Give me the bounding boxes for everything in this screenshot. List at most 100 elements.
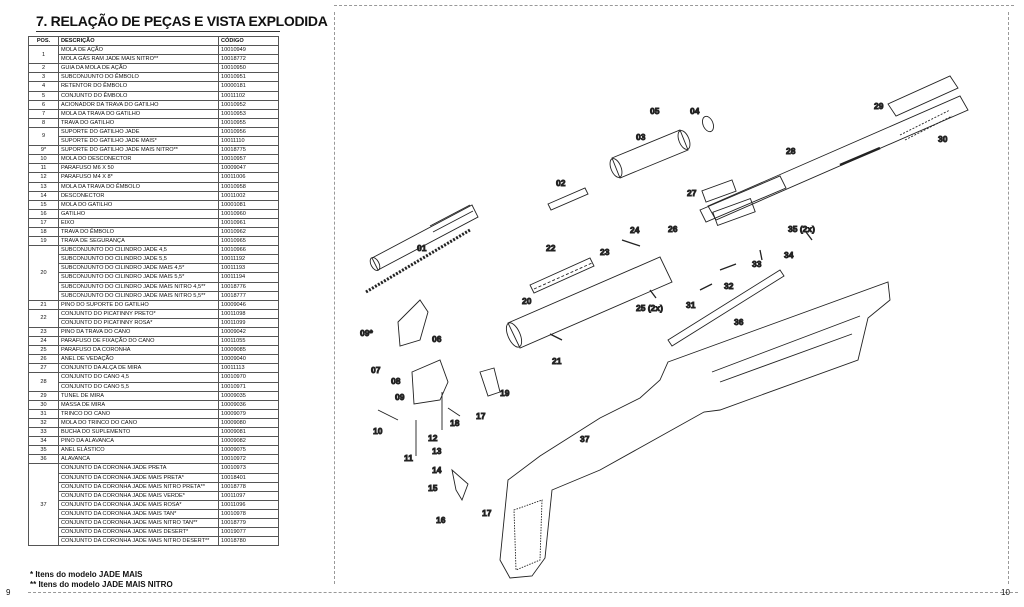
callout-30: 30 (938, 134, 948, 144)
part-pos: 7 (28, 108, 59, 119)
table-row: SUBCONJUNTO DO CILINDRO JADE MAIS 4,5*10… (29, 263, 279, 274)
part-description: MASSA DE MIRA (58, 399, 219, 410)
stock-drawing (499, 281, 891, 579)
part-pos: 3 (28, 72, 59, 83)
part-code: 10010978 (218, 508, 279, 519)
part-description: PARAFUSO M4 X 8* (58, 172, 219, 183)
part-code: 10010971 (218, 381, 279, 392)
part-description: SUPORTE DO GATILHO JADE MAIS* (58, 136, 219, 147)
callout-24: 24 (630, 225, 640, 235)
header-pos: POS. (28, 35, 59, 47)
callout-23: 23 (600, 247, 610, 257)
part-code: 10018780 (218, 536, 279, 547)
cylinder-drawing (505, 256, 673, 349)
part-code: 10010966 (218, 245, 279, 256)
part-pos: 5 (28, 90, 59, 101)
part-description: PINO DO SUPORTE DO GATILHO (58, 299, 219, 310)
part-code: 10010953 (218, 108, 279, 119)
part-pos: 16 (28, 208, 59, 219)
part-description: BUCHA DO SUPLEMENTO (58, 427, 219, 438)
part-code: 10010950 (218, 63, 279, 74)
part-description: GUIA DA MOLA DE AÇÃO (58, 63, 219, 74)
callout-31: 31 (686, 300, 696, 310)
part-pos: 12 (28, 172, 59, 183)
part-description: CONJUNTO DA CORONHA JADE MAIS ROSA* (58, 499, 219, 510)
part-description: CONJUNTO DA CORONHA JADE PRETA (58, 463, 219, 474)
parts-table-header: POS. DESCRIÇÃO CÓDIGO (28, 35, 279, 47)
table-row: CONJUNTO DA CORONHA JADE MAIS NITRO TAN*… (29, 517, 279, 529)
exploded-view-drawing: 01 02 03 04 05 06 07 08 09 09* 10 11 12 … (360, 75, 969, 579)
part-description: CONJUNTO DA ALÇA DE MIRA (58, 363, 219, 374)
part-code: 10009046 (218, 299, 279, 310)
part-pos: 22 (28, 308, 59, 329)
part-code: 10011096 (218, 499, 279, 510)
part-description: ALAVANCA (58, 454, 219, 465)
table-row: CONJUNTO DA CORONHA JADE MAIS DESERT*100… (29, 527, 279, 538)
part-pos: 19 (28, 236, 59, 247)
callout-09: 09 (395, 392, 405, 402)
part-description: SUBCONJUNTO DO ÊMBOLO (58, 72, 219, 83)
piston-drawing (609, 115, 714, 179)
right-dashed-guide (1008, 12, 1009, 584)
part-code: 10010949 (218, 45, 279, 56)
barrel-drawing (699, 95, 969, 223)
part-description: CONJUNTO DA CORONHA JADE MAIS VERDE* (58, 490, 219, 501)
part-pos: 27 (28, 363, 59, 374)
part-description: CONJUNTO DA CORONHA JADE MAIS NITRO TAN*… (58, 517, 219, 529)
top-dashed-guide (334, 5, 1014, 6)
callout-11: 11 (404, 453, 413, 463)
table-row: CONJUNTO DA CORONHA JADE MAIS TAN*100109… (29, 508, 279, 519)
part-description: PINO DA TRAVA DO CANO (58, 326, 219, 338)
part-description: ACIONADOR DA TRAVA DO GATILHO (58, 99, 219, 110)
part-code: 10009047 (218, 163, 279, 174)
left-page: 7. RELAÇÃO DE PEÇAS E VISTA EXPLODIDA PO… (0, 0, 342, 602)
callout-04: 04 (690, 106, 700, 116)
callout-27: 27 (687, 188, 697, 198)
part-code: 10009080 (218, 417, 279, 429)
part-code: 10011110 (218, 136, 279, 147)
picatinny-drawing (529, 257, 595, 294)
page-number-left: 9 (6, 588, 11, 597)
part-code: 10009085 (218, 345, 279, 356)
callout-15: 15 (428, 483, 438, 493)
part-description: CONJUNTO DA CORONHA JADE MAIS DESERT* (58, 527, 219, 538)
part-code: 10011006 (218, 172, 279, 183)
rear-sight-drawing (701, 179, 737, 203)
part-code: 10010955 (218, 117, 279, 128)
callout-10: 10 (373, 426, 383, 436)
callout-08: 08 (391, 376, 401, 386)
part-description: CONJUNTO DA CORONHA JADE MAIS PRETA* (58, 472, 219, 483)
part-description: PARAFUSO M6 X 50 (58, 163, 219, 174)
part-code: 10018776 (218, 281, 279, 292)
callout-02: 02 (556, 178, 566, 188)
part-code: 10010951 (218, 72, 279, 83)
table-row: SUBCONJUNTO DO CILINDRO JADE MAIS 5,5*10… (29, 272, 279, 283)
part-description: CONJUNTO DA CORONHA JADE MAIS NITRO PRET… (58, 481, 219, 492)
table-row: CONJUNTO DA CORONHA JADE MAIS PRETA*1001… (29, 472, 279, 483)
title-rule (36, 31, 280, 32)
part-description: ANEL DE VEDAÇÃO (58, 354, 219, 365)
part-description: ANEL ELÁSTICO (58, 445, 219, 456)
part-description: CONJUNTO DA CORONHA JADE MAIS NITRO DESE… (58, 536, 219, 547)
part-description: SUBCONJUNTO DO CILINDRO JADE 5,5 (58, 254, 219, 265)
table-row: MOLA GÁS RAM JADE MAIS NITRO**10018772 (29, 54, 279, 65)
part-description: GATILHO (58, 208, 219, 219)
part-code: 10011002 (218, 190, 279, 201)
